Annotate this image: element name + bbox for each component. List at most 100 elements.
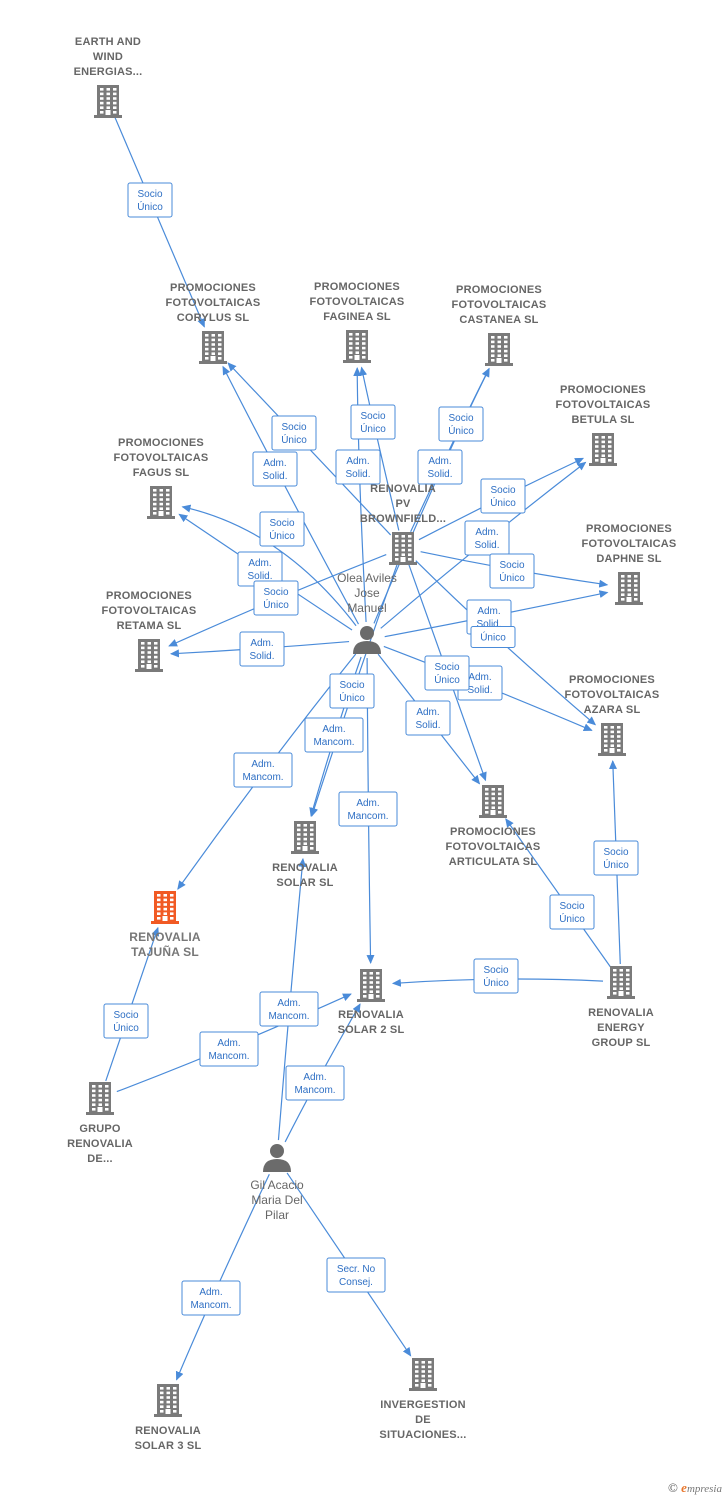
- edge-label-e20[interactable]: Adm.Solid.: [405, 700, 451, 736]
- person-name: Jose: [354, 586, 380, 600]
- company-name: RENOVALIA: [272, 862, 338, 874]
- edge-label-text: Socio: [263, 587, 288, 598]
- edge-label-e16[interactable]: Adm.Solid.: [239, 631, 285, 667]
- edge-label-e29[interactable]: Adm.Mancom.: [199, 1031, 259, 1067]
- company-name: FAGINEA SL: [323, 311, 391, 323]
- edge-label-e22[interactable]: Adm.Mancom.: [304, 717, 364, 753]
- building-icon: [199, 331, 227, 364]
- company-name: PROMOCIONES: [314, 281, 400, 293]
- company-name: PROMOCIONES: [456, 284, 542, 296]
- building-icon: [291, 821, 319, 854]
- edge-label-box: [350, 404, 396, 440]
- edge-label-box: [253, 580, 299, 616]
- edge-label-text: Socio: [137, 189, 162, 200]
- edge-label-box: [181, 1280, 241, 1316]
- company-name: ARTICULATA SL: [449, 856, 538, 868]
- company-name: PROMOCIONES: [118, 437, 204, 449]
- building-icon: [409, 1358, 437, 1391]
- edge-label-e5[interactable]: Adm.Solid.: [335, 449, 381, 485]
- edge-label-e15[interactable]: Único: [470, 626, 516, 648]
- edge-label-text: Socio: [360, 411, 385, 422]
- edge-label-e30[interactable]: Adm.Mancom.: [285, 1065, 345, 1101]
- company-name: FOTOVOLTAICAS: [556, 399, 651, 411]
- edge-label-text: Solid.: [262, 471, 287, 482]
- edge-label-box: [127, 182, 173, 218]
- company-node-earth[interactable]: EARTH ANDWINDENERGIAS...: [74, 36, 143, 118]
- edge-label-text: Socio: [113, 1010, 138, 1021]
- edge-label-text: Adm.: [468, 672, 491, 683]
- edge-label-e31[interactable]: Adm.Mancom.: [181, 1280, 241, 1316]
- company-name: ENERGIAS...: [74, 66, 143, 78]
- edge-label-text: Socio: [603, 847, 628, 858]
- edge-label-e28[interactable]: Adm.Mancom.: [259, 991, 319, 1027]
- edge-label-box: [417, 449, 463, 485]
- edge-label-box: [285, 1065, 345, 1101]
- person-name: Manuel: [347, 601, 386, 615]
- building-icon: [485, 333, 513, 366]
- building-icon: [147, 486, 175, 519]
- building-icon: [151, 891, 179, 924]
- edge-label-text: Mancom.: [294, 1085, 335, 1096]
- company-node-invergestion[interactable]: INVERGESTIONDESITUACIONES...: [379, 1358, 466, 1441]
- edge-label-box: [424, 655, 470, 691]
- company-name: FOTOVOLTAICAS: [114, 452, 209, 464]
- edge-label-e10[interactable]: Adm.Solid.: [464, 520, 510, 556]
- edge-label-text: Único: [113, 1021, 139, 1034]
- company-name: CASTANEA SL: [459, 314, 538, 326]
- person-name: Olea Aviles: [337, 571, 397, 585]
- company-name: RENOVALIA: [67, 1138, 133, 1150]
- edge-label-text: Socio: [281, 422, 306, 433]
- company-name: FOTOVOLTAICAS: [452, 299, 547, 311]
- building-icon: [589, 433, 617, 466]
- edge-label-e3[interactable]: Adm.Solid.: [252, 451, 298, 487]
- edge-label-box: [464, 520, 510, 556]
- company-node-castanea[interactable]: PROMOCIONES FOTOVOLTAICAS CASTANEA SL: [452, 284, 547, 366]
- edge-label-text: Adm.: [251, 759, 274, 770]
- edge-label-text: Socio: [490, 485, 515, 496]
- company-node-grupo[interactable]: GRUPORENOVALIADE...: [67, 1082, 133, 1165]
- empresia-brand[interactable]: © empresia: [668, 1480, 722, 1496]
- edge-label-box: [438, 406, 484, 442]
- edge-earth-corylus: [114, 117, 205, 328]
- person-icon: [353, 626, 381, 654]
- person-icon: [263, 1144, 291, 1172]
- edge-label-box: [593, 840, 639, 876]
- company-name: CORYLUS SL: [177, 312, 250, 324]
- edge-label-e7[interactable]: Adm.Solid.: [417, 449, 463, 485]
- edge-label-e21[interactable]: Adm.Mancom.: [233, 752, 293, 788]
- edge-label-text: Único: [360, 422, 386, 435]
- edge-label-e23[interactable]: Adm.Mancom.: [338, 791, 398, 827]
- company-name: RENOVALIA: [370, 483, 436, 495]
- company-node-brownfield[interactable]: RENOVALIAPVBROWNFIELD...: [360, 483, 446, 565]
